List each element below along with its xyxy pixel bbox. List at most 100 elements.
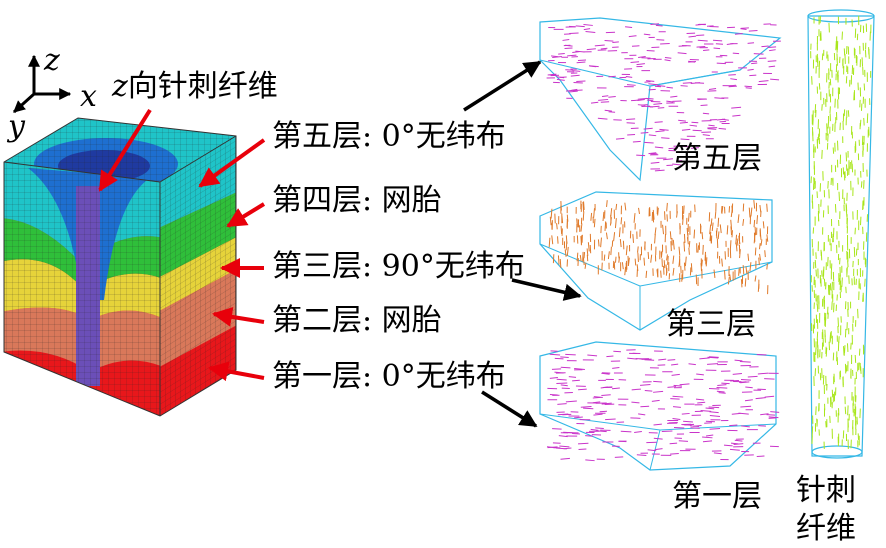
fiber-vector: [708, 406, 720, 409]
fiber-vector: [707, 363, 719, 365]
arrow-to-layer3: [511, 278, 582, 301]
fiber-vector: [729, 240, 732, 251]
fiber-vector: [723, 270, 726, 280]
fiber-vector: [747, 42, 755, 44]
fiber-vector: [554, 357, 564, 360]
fiber-vector: [608, 75, 616, 78]
fiber-vector: [760, 413, 769, 416]
fiber-vector: [577, 442, 589, 445]
fiber-vector: [723, 444, 733, 447]
fiber-vector: [585, 459, 595, 462]
fiber-vector: [738, 268, 740, 276]
fiber-vector: [594, 44, 605, 47]
fiber-vector: [636, 63, 645, 66]
fiber-vector: [697, 39, 708, 42]
fiber-vector: [739, 360, 751, 363]
fiber-vector: [735, 241, 738, 252]
fiber-vector: [662, 224, 665, 235]
fiber-vector: [593, 413, 603, 416]
fiber-vector: [683, 262, 686, 271]
fiber-vector: [660, 270, 662, 278]
fiber-vector: [705, 407, 715, 410]
layer-arrow-4: [226, 202, 266, 228]
fiber-vector: [715, 227, 718, 236]
y-axis-label: y: [6, 109, 26, 144]
fiber-vector: [697, 245, 700, 253]
fiber-vector: [728, 74, 736, 76]
fiber-vector: [669, 231, 672, 240]
fiber-vector: [556, 223, 558, 230]
fiber-vector: [741, 425, 750, 428]
fiber-vector: [710, 218, 713, 226]
fiber-vector: [740, 405, 752, 408]
fiber-vector: [636, 454, 647, 456]
fiber-vector: [584, 262, 587, 269]
exploded-label-layer3: 第三层: [666, 307, 756, 342]
fiber-vector: [580, 223, 583, 232]
fiber-vector: [766, 414, 776, 416]
fiber-vector: [592, 401, 601, 404]
fiber-vector: [713, 47, 721, 50]
fiber-vector: [605, 232, 608, 240]
fiber-vector: [691, 121, 699, 124]
fiber-vector: [653, 103, 663, 105]
fiber-vector: [640, 384, 651, 386]
fiber-vector: [683, 205, 685, 214]
fiber-vector: [613, 232, 616, 242]
fiber-vector: [719, 120, 727, 123]
fiber-vector: [626, 118, 636, 120]
fiber-vector: [601, 95, 609, 97]
fiber-vector: [551, 235, 554, 245]
fiber-vector: [678, 440, 689, 442]
fiber-vector: [762, 221, 765, 229]
needle-fiber-column: [807, 9, 875, 459]
fiber-vector: [620, 217, 623, 225]
fiber-vector: [749, 262, 752, 272]
fiber-vector: [587, 242, 590, 252]
fiber-vector: [606, 355, 614, 358]
fiber-vector: [751, 62, 758, 65]
fiber-vector: [747, 253, 750, 262]
fiber-vector: [707, 356, 719, 359]
fiber-vector: [557, 403, 567, 405]
fiber-vector: [764, 378, 775, 380]
fiber-vector: [648, 152, 657, 155]
fiber-vector: [565, 235, 568, 244]
fiber-vector: [679, 121, 688, 124]
fiber-callout: z向针刺纤维: [98, 69, 278, 192]
fiber-vector: [565, 353, 576, 356]
fiber-vector: [664, 57, 672, 59]
fiber-vector: [556, 378, 567, 381]
fiber-vector: [758, 80, 769, 83]
fiber-vector: [732, 114, 741, 117]
fiber-vector: [754, 275, 757, 282]
fiber-vector: [661, 137, 670, 139]
layer-label-5: 第五层: 0°无纬布: [272, 119, 506, 154]
fiber-vector: [690, 263, 693, 273]
fiber-vector: [582, 257, 585, 266]
fiber-vector: [663, 260, 666, 269]
fiber-vector: [603, 386, 613, 388]
fiber-callout-prefix: z: [111, 69, 128, 104]
fiber-vector: [558, 435, 568, 438]
fiber-vector: [646, 105, 654, 108]
fiber-vector: [625, 76, 633, 78]
layer-arrow-1: [208, 361, 265, 382]
layer1-fiber-vectors: [546, 349, 780, 462]
fiber-vector: [604, 39, 614, 42]
fiber-vector: [682, 215, 684, 225]
fiber-vector: [734, 33, 743, 35]
fiber-vector: [585, 435, 593, 437]
fiber-vector: [597, 117, 608, 120]
fiber-vector: [583, 28, 591, 31]
fiber-vector: [745, 386, 753, 389]
fiber-vector: [647, 251, 650, 260]
fiber-vector: [626, 84, 636, 86]
fiber-vector: [734, 439, 743, 442]
fiber-vector: [652, 209, 655, 220]
exploded-label-layer1: 第一层: [672, 479, 762, 514]
fiber-vector: [719, 224, 722, 234]
fiber-vector: [654, 227, 657, 236]
fiber-vector: [655, 130, 665, 133]
fiber-vector: [602, 211, 605, 222]
